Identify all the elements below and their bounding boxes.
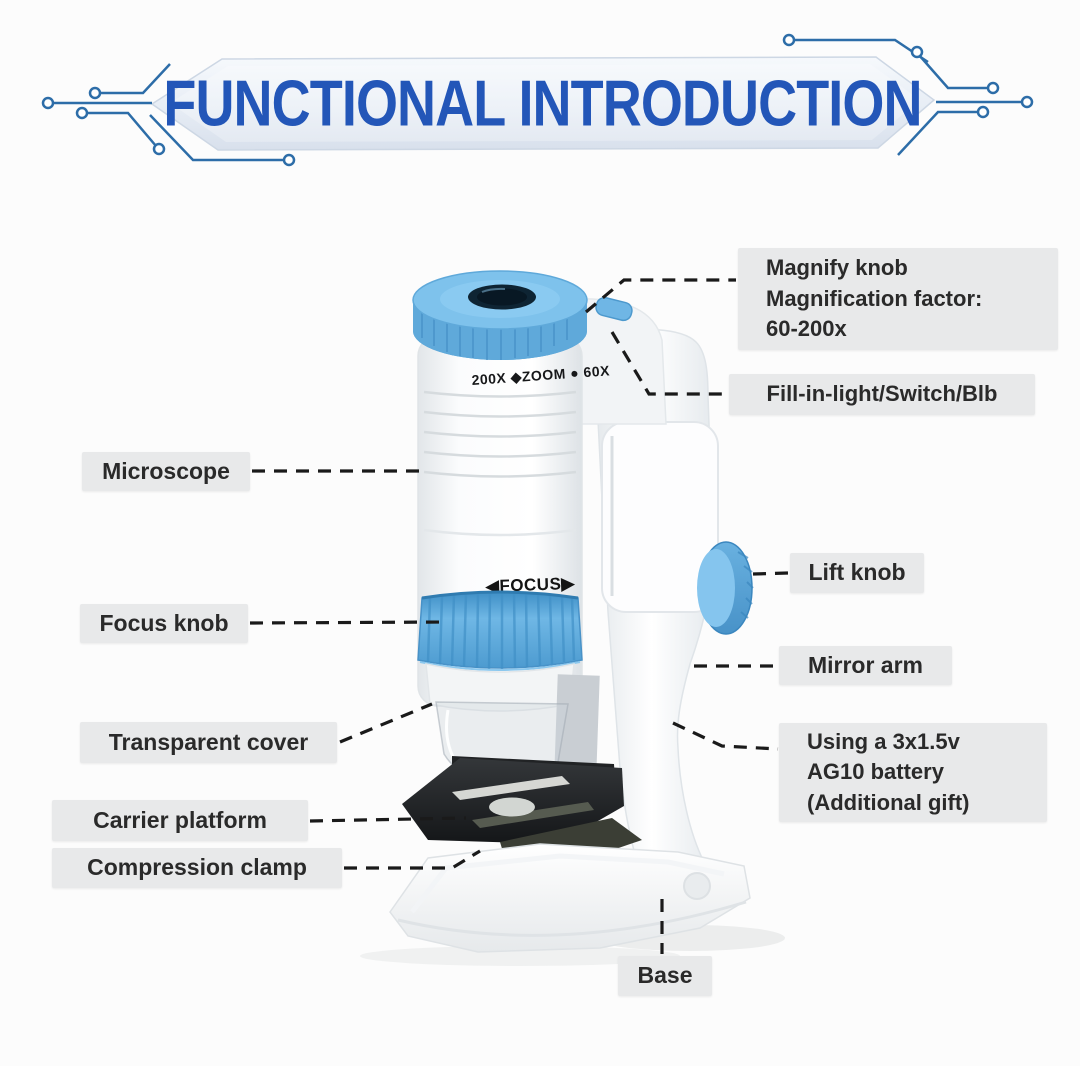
title-banner	[150, 56, 936, 151]
label-transparent-cover: Transparent cover	[80, 722, 337, 763]
lift-knob	[697, 541, 754, 635]
focus-marking: ◀FOCUS▶	[484, 574, 575, 596]
label-base: Base	[618, 956, 712, 996]
base-part	[389, 843, 751, 953]
leader-lift-knob	[752, 571, 790, 576]
magnify-knob	[412, 270, 588, 360]
label-compression-clamp: Compression clamp	[52, 848, 342, 888]
mirror-arm-stand	[597, 328, 719, 889]
leader-battery	[672, 721, 779, 751]
label-focus-knob: Focus knob	[80, 604, 248, 643]
page-title: FUNCTIONAL INTRODUCTION	[163, 66, 922, 140]
label-magnify-knob: Magnify knob Magnification factor: 60-20…	[738, 248, 1058, 350]
leader-fill-in-light	[610, 331, 728, 396]
label-carrier-platform: Carrier platform	[52, 800, 308, 841]
leader-focus-knob	[249, 620, 449, 625]
label-battery: Using a 3x1.5v AG10 battery (Additional …	[779, 723, 1047, 822]
circuit-decoration-right	[782, 33, 1034, 156]
circuit-decoration-left	[41, 63, 296, 167]
leader-transparent-cover	[339, 702, 433, 744]
leader-magnify-knob	[584, 278, 736, 314]
label-microscope: Microscope	[82, 452, 250, 491]
label-lift-knob: Lift knob	[790, 553, 924, 593]
leader-lines	[249, 278, 790, 954]
focus-knob	[417, 590, 583, 671]
leader-carrier-platform	[309, 816, 467, 823]
microscope-illustration: 200X ◆ZOOM ● 60X ◀FOCUS▶	[360, 270, 785, 966]
label-fill-in-light: Fill-in-light/Switch/Blb	[729, 374, 1035, 415]
label-mirror-arm: Mirror arm	[779, 646, 952, 685]
